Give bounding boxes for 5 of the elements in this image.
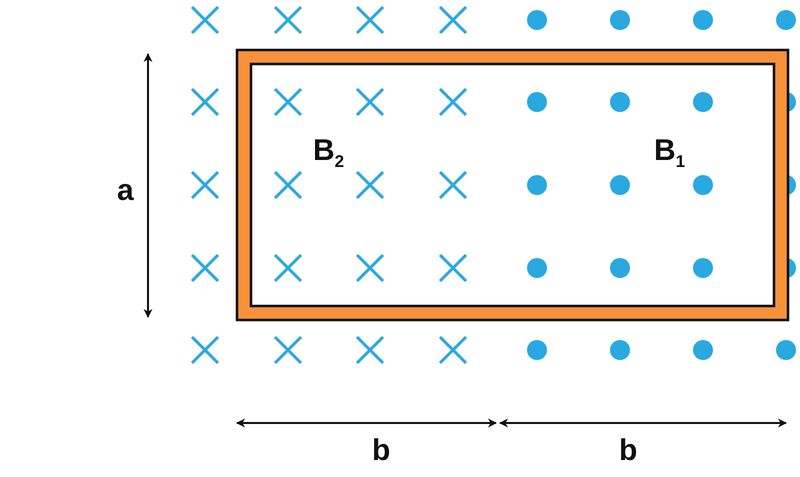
- dimension-label: a: [117, 176, 134, 206]
- field-label: B$_{2}$: [313, 136, 344, 170]
- dimension-label: b: [619, 436, 638, 466]
- field-label: B$_{1}$: [654, 136, 686, 170]
- dimension-label: b: [372, 436, 390, 466]
